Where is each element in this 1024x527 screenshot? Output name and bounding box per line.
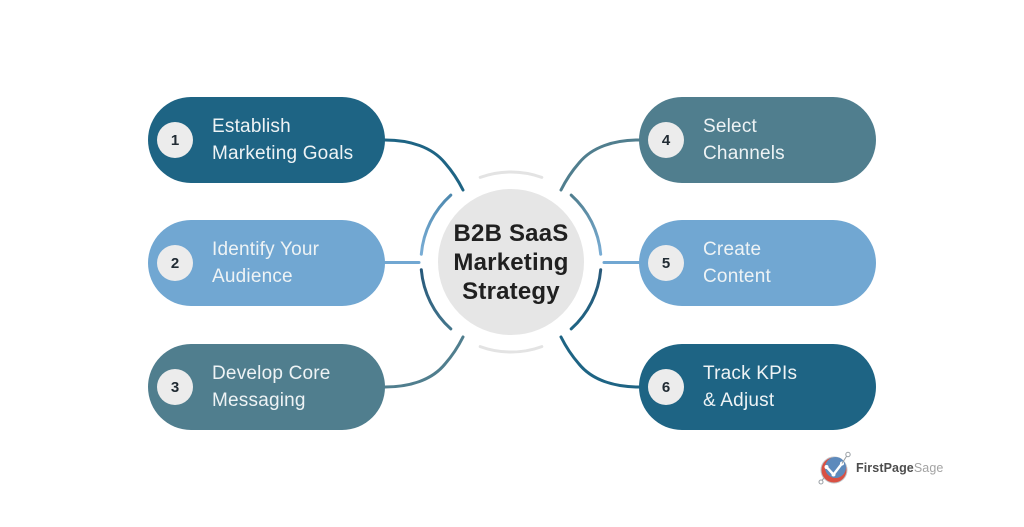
step-label-line1: Create [703,239,762,260]
step-pill-track-kpis-adjust: 6 Track KPIs & Adjust [639,344,876,430]
step-label-line1: Track KPIs [703,363,798,384]
step-number-badge: 4 [648,122,684,158]
step-label-line1: Establish [212,116,291,137]
connector-step-1 [383,138,465,192]
step-label-line2: Audience [212,266,293,287]
step-label: Establish Marketing Goals [212,113,353,167]
step-number: 3 [170,378,180,396]
center-title-line2: Marketing [453,248,569,276]
step-number: 1 [170,131,180,149]
step-number-badge: 3 [157,369,193,405]
step-number-badge: 5 [648,245,684,281]
center-circle: B2B SaaS Marketing Strategy [438,189,584,335]
step-number: 6 [661,378,671,396]
connector-step-3 [383,335,465,389]
step-label-line1: Select [703,116,758,137]
step-pill-create-content: 5 Create Content [639,220,876,306]
ring-arc-upper-left [419,193,453,256]
connector-step-6 [559,335,641,389]
firstpagesage-logo-text: FirstPageSage [856,461,943,475]
step-label-line1: Identify Your [212,239,320,260]
ring-arc-top-gray [478,170,544,179]
step-label: Create Content [703,236,771,290]
step-label: Track KPIs & Adjust [703,360,797,414]
center-title-line3: Strategy [462,277,560,305]
logo-text-primary: FirstPage [856,461,914,475]
step-number: 5 [661,254,671,272]
ring-arc-lower-left [419,268,453,331]
step-label: Select Channels [703,113,785,167]
step-pill-develop-core-messaging: 3 Develop Core Messaging [148,344,385,430]
step-label: Identify Your Audience [212,236,319,290]
step-label-line2: & Adjust [703,390,775,411]
logo-text-secondary: Sage [913,461,944,475]
step-label-line2: Content [703,266,771,287]
ring-arc-lower-right [569,268,603,331]
step-pill-select-channels: 4 Select Channels [639,97,876,183]
connector-step-4 [559,138,641,192]
center-title-line1: B2B SaaS [453,219,569,247]
step-label-line1: Develop Core [212,363,331,384]
center-title: B2B SaaS Marketing Strategy [453,219,568,306]
step-pill-identify-your-audience: 2 Identify Your Audience [148,220,385,306]
firstpagesage-logo-icon [818,451,851,485]
step-label-line2: Channels [703,143,785,164]
step-label: Develop Core Messaging [212,360,331,414]
step-label-line2: Marketing Goals [212,143,354,164]
firstpagesage-logo: FirstPageSage [818,450,943,486]
ring-arc-upper-right [569,193,603,256]
step-label-line2: Messaging [212,390,306,411]
step-pill-establish-marketing-goals: 1 Establish Marketing Goals [148,97,385,183]
ring-arc-bottom-gray [478,345,544,354]
step-number-badge: 6 [648,369,684,405]
step-number-badge: 1 [157,122,193,158]
step-number-badge: 2 [157,245,193,281]
step-number: 2 [170,254,180,272]
step-number: 4 [661,131,671,149]
